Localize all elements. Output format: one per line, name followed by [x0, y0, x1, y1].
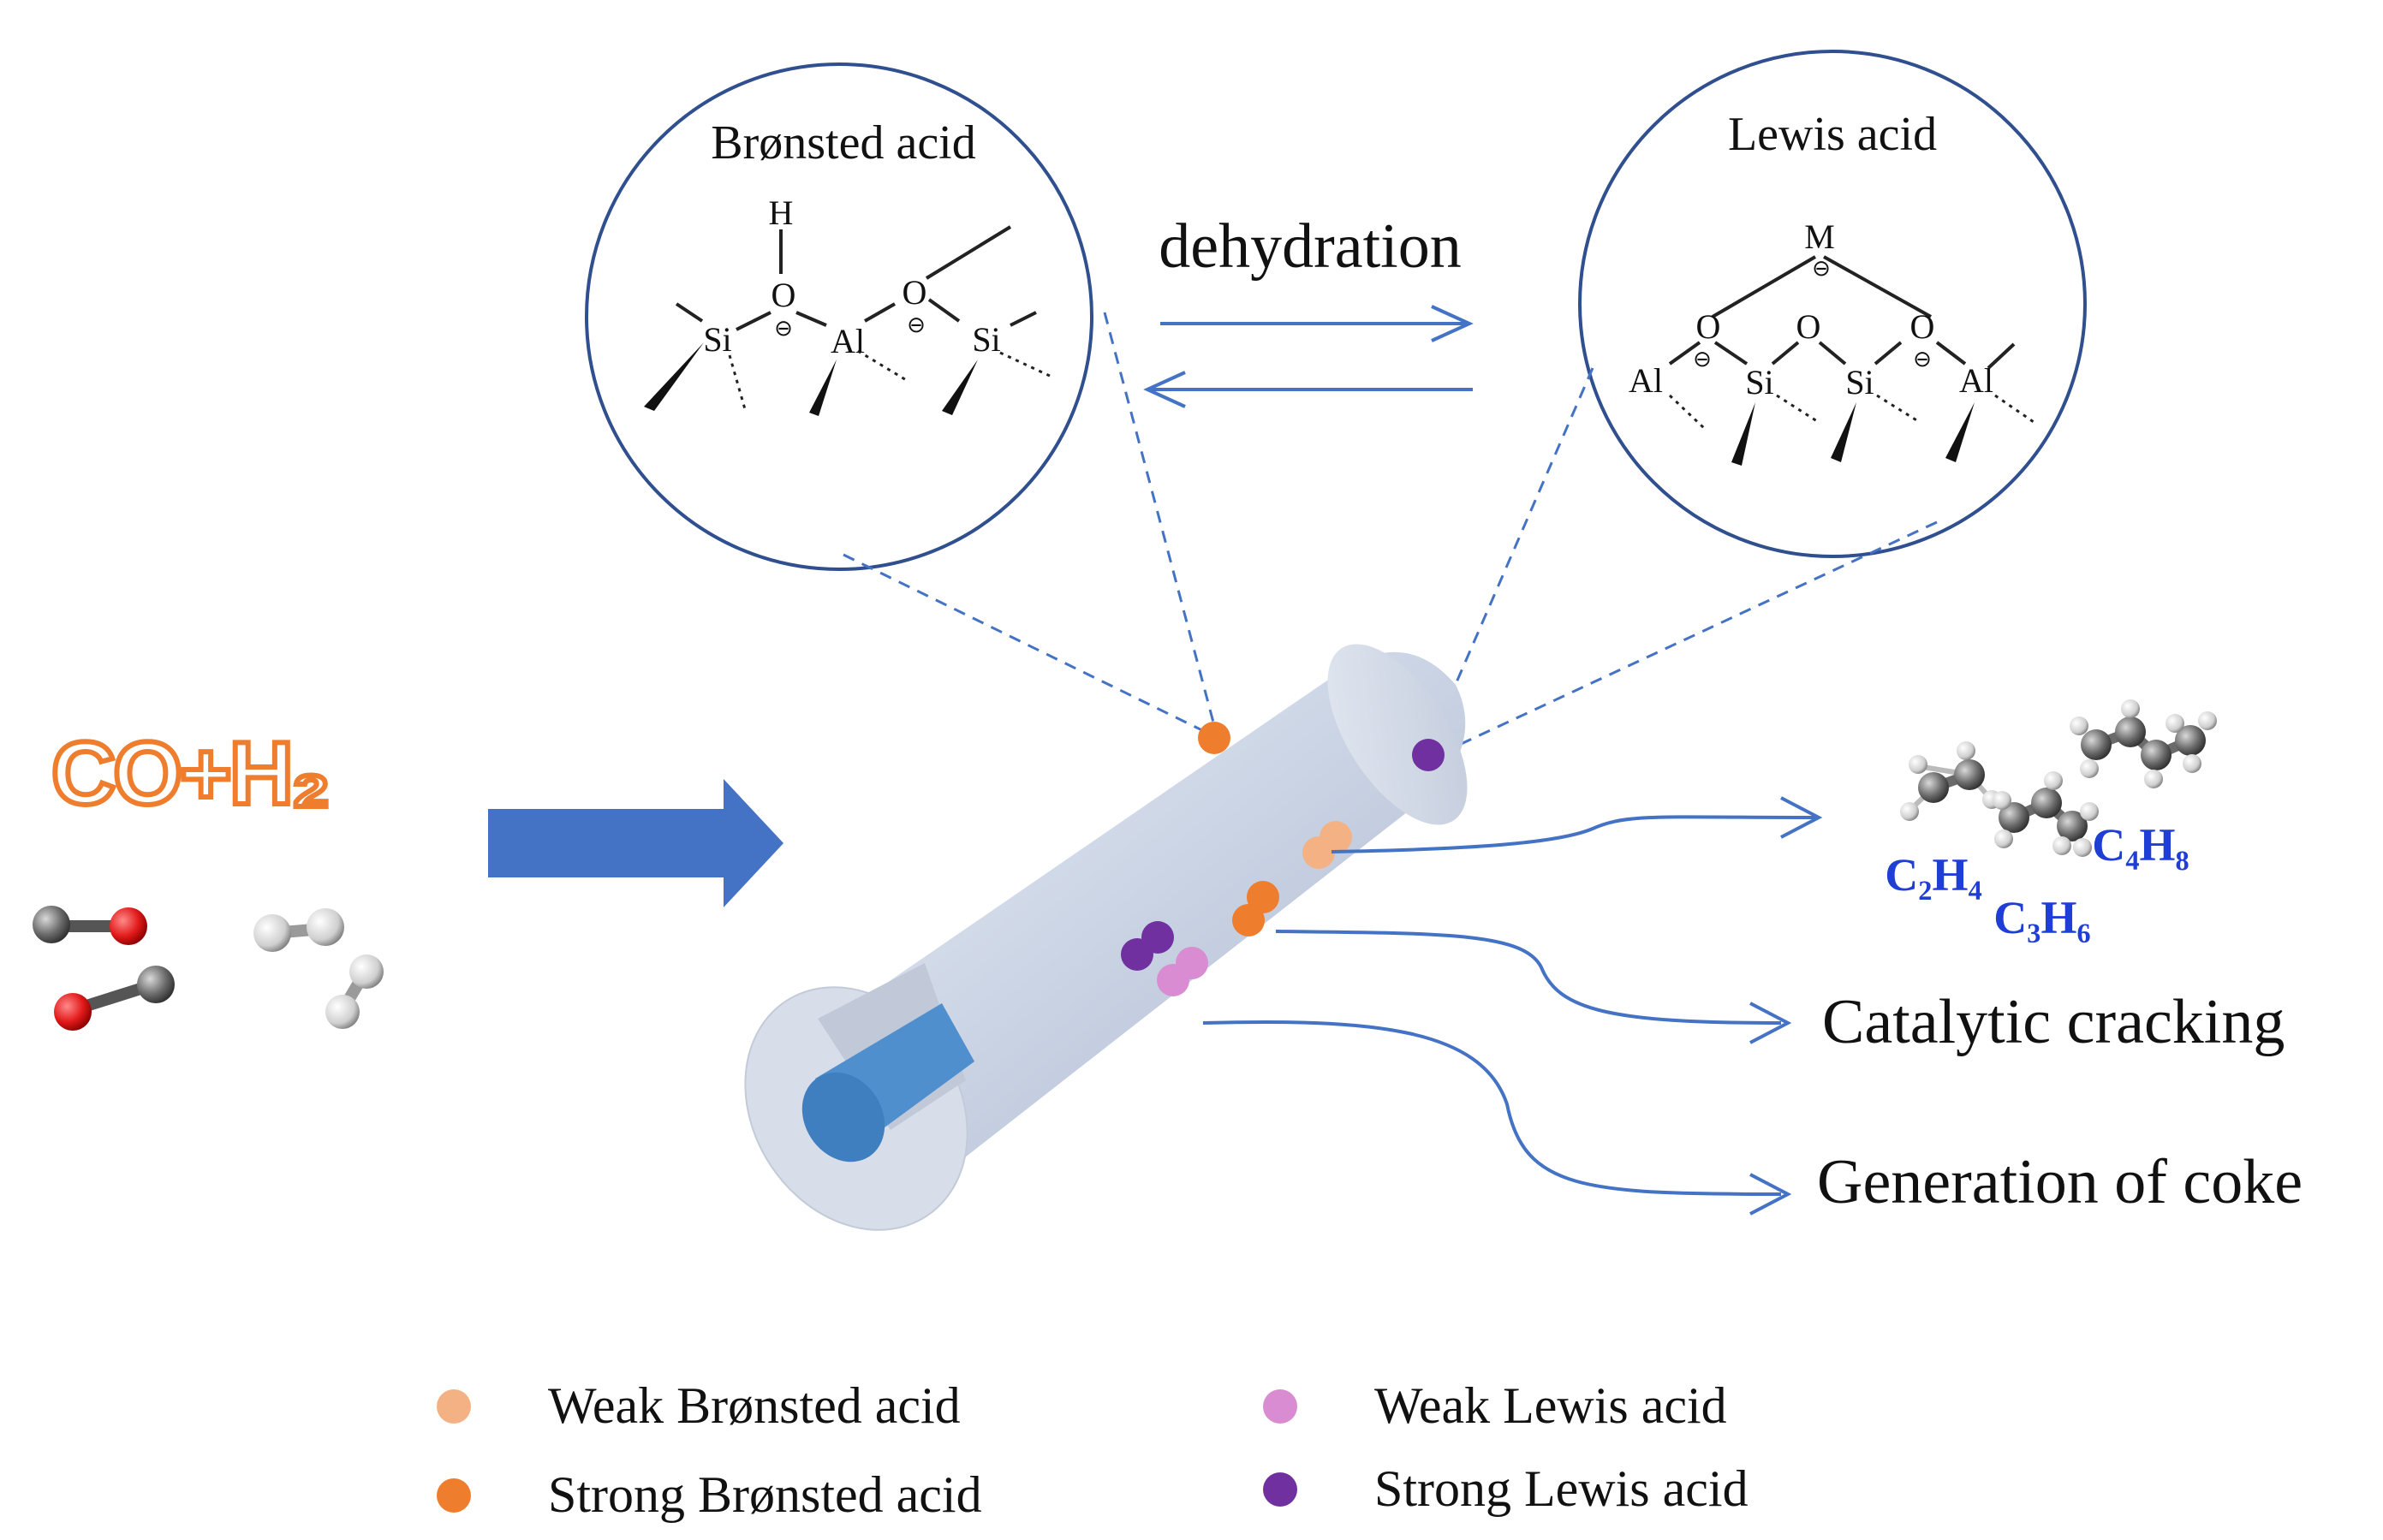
lewis-al2-label: Al — [1959, 361, 1993, 400]
strong-bronsted-site — [1232, 904, 1265, 936]
bronsted-al-label: Al — [831, 322, 865, 360]
lewis-m-minus-label: ⊖ — [1812, 255, 1831, 281]
co-molecules — [33, 906, 175, 1031]
bronsted-si2-label: Si — [972, 320, 1000, 359]
lewis-acid-circle: Lewis acid M ⊖ O ⊖ O O ⊖ Al Si Si — [1578, 50, 2087, 558]
dehydration-equilibrium: dehydration — [1143, 211, 1474, 408]
bronsted-acid-circle: Brønsted acid H O ⊖ Si Al O ⊖ Si — [585, 62, 1093, 571]
lewis-o2-label: O — [1796, 307, 1821, 346]
feed-arrow — [488, 779, 783, 907]
lewis-m-label: M — [1804, 217, 1835, 256]
lewis-si2-label: Si — [1845, 363, 1874, 401]
strong-bronsted-site — [1198, 722, 1230, 754]
lewis-acid-title: Lewis acid — [1728, 108, 1937, 161]
bronsted-h-label: H — [769, 193, 794, 232]
zeolite-tube — [744, 644, 1468, 1231]
lewis-o1-minus-label: ⊖ — [1693, 346, 1712, 372]
bronsted-acid-title: Brønsted acid — [711, 116, 975, 169]
bronsted-structure-bonds — [675, 225, 1037, 331]
coke-generation-label: Generation of coke — [1817, 1147, 2303, 1217]
product-arrows — [1202, 796, 1823, 1216]
strong-lewis-site — [1412, 739, 1445, 771]
catalytic-cracking-label: Catalytic cracking — [1822, 987, 2285, 1057]
strong-bronsted-site — [1247, 881, 1279, 913]
lewis-al1-label: Al — [1629, 361, 1663, 400]
weak-bronsted-site — [1320, 821, 1352, 853]
reactant-label: CO+H₂ — [49, 722, 333, 826]
lewis-si1-label: Si — [1745, 363, 1773, 401]
lewis-o1-label: O — [1696, 307, 1721, 346]
strong-lewis-site — [1141, 921, 1174, 954]
bronsted-si1-label: Si — [703, 320, 731, 359]
lewis-structure-bonds — [1668, 255, 2016, 370]
alkene-molecules — [1900, 699, 2217, 857]
lewis-o3-minus-label: ⊖ — [1913, 346, 1932, 372]
c3h6-label: C₃H₆ — [1993, 892, 2090, 943]
c2h4-label: C₂H₄ — [1885, 849, 1981, 901]
bronsted-minus2-label: ⊖ — [907, 312, 926, 337]
lewis-o3-label: O — [1910, 307, 1935, 346]
c4h8-label: C₄H₈ — [2092, 819, 2189, 871]
bronsted-o1-label: O — [771, 276, 796, 314]
dehydration-label: dehydration — [1159, 211, 1461, 282]
bronsted-minus1-label: ⊖ — [774, 315, 793, 341]
h2-molecules — [253, 908, 384, 1029]
acid-sites — [1121, 722, 1445, 996]
weak-lewis-site — [1176, 947, 1208, 979]
bronsted-o2-label: O — [903, 273, 927, 312]
